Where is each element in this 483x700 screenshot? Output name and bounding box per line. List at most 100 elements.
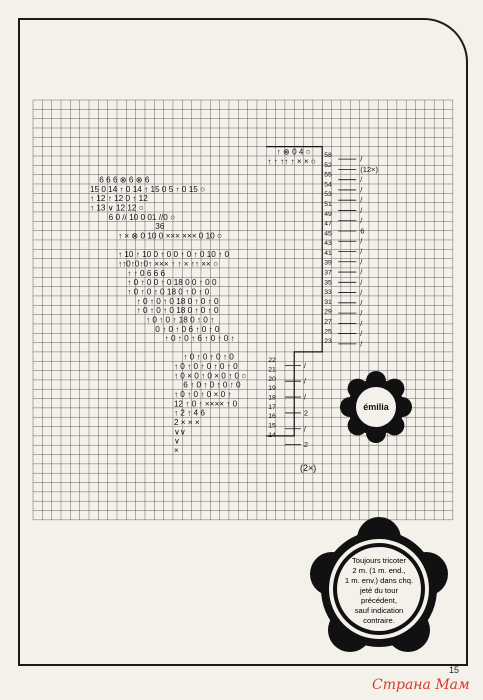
chart-symbol-row: ↑ 0 ↑ 0 ↑ 0 ↑ 0 ↑ 0 [174,362,238,371]
chart-symbol-row: ↑ 12 ↑ 12 0 ↑ 12 [90,194,148,203]
watermark: Страна Мам [372,677,470,693]
chart-symbol-row: ↑ 0 ↑ 0 ↑ 0 ↑ 0 [183,353,234,362]
chart-symbol-row: 6 0 // 10 0 01 //0 ○ [109,213,175,222]
row-number: 14 [268,432,276,439]
side-marker: / [360,339,363,348]
row-number: 51 [324,201,332,208]
row-number: 21 [268,367,276,374]
row-number: 37 [324,270,332,277]
row-number: 55 [324,172,332,179]
side-marker: / [360,319,363,328]
chart-symbol-row: 6 ↑ 0 ↑ 0 ↑ 0 ↑ 0 [183,381,241,390]
chart-symbol-row: ↑ ⊗ 0 4 ○ [277,147,311,156]
side-marker: / [360,298,363,307]
chart-symbol-row: ↑ 0 ↑ 0 ↑ 0 18 0 ↑ 0 ↑ 0 [137,297,219,306]
emilia-logo-badge: émilia [339,370,413,444]
page-number: 15 [449,665,460,675]
chart-symbol-row: 12 ↑ 0 ↑ ×××× ↑ 0 [174,399,238,408]
row-number: 23 [324,338,332,345]
chart-symbol-row: ↑ 0 ↑ 0 ↑ 0 18 0 ↑ 0 ↑ 0 [127,287,209,296]
tip-line: 1 m. env.) dans chq. [344,576,414,585]
chart-symbol-row: ∨ [174,437,180,446]
side-marker: / [304,424,307,433]
row-number: 49 [324,211,332,218]
row-number: 18 [268,395,276,402]
chart-symbol-row: ↑ 2 ↑ 4 6 [174,409,205,418]
chart-symbol-row: ↑ 0 ↑ 0 ↑ 18 0 ↑ 0 ↑ [146,315,214,324]
row-number: 58 [324,152,332,159]
side-marker: / [360,196,363,205]
row-number: 47 [324,221,332,228]
chart-symbol-row: ↑↑0↑0↑0↑ ××× ↑ ↑ × ↑↑ ×× ○ [118,259,218,268]
row-number: 16 [268,413,276,420]
row-number: 17 [268,404,276,411]
tip-line: jeté du tour [360,586,398,595]
row-number: 33 [324,289,332,296]
row-number: 53 [324,191,332,198]
knitting-tip-badge: Toujours tricoter 2 m. (1 m. end., 1 m. … [304,514,454,664]
chart-symbol-row: ↑ 0 ↑ 0 ↑ 6 ↑ 0 ↑ 0 ↑ [165,334,235,343]
chart-symbol-row: ↑ ↑ ↑↑ ↑ × × ○ [267,157,316,166]
side-marker: / [360,278,363,287]
side-marker: / [360,257,363,266]
side-marker: / [360,216,363,225]
chart-symbol-row: ↑ × ⊗ 0 10 0 ××× ××× 0 10 ○ [118,231,222,240]
side-marker: 6 [360,226,364,235]
side-marker: / [360,268,363,277]
chart-symbol-row: 15 0 14 ↑ 0 14 ↑ 15 0 5 ↑ 0 15 ○ [90,185,205,194]
chart-symbol-row: 36 [155,222,165,231]
chart-symbol-row: × [174,446,179,455]
tip-line: sauf indication [354,606,404,615]
chart-symbol-row: ↑ 0 ↑ 0 ↑ 0 18 0 ↑ 0 ↑ 0 [137,306,219,315]
side-marker: / [360,155,363,164]
chart-symbol-row: 0 ↑ 0 ↑ 0 6 ↑ 0 ↑ 0 [155,325,220,334]
chart-symbol-row: ↑ 13 ∨ 12 12 ○ [90,203,144,212]
tip-text: Toujours tricoter 2 m. (1 m. end., 1 m. … [335,556,423,626]
flower-tip-shape [310,517,448,652]
side-marker: / [360,329,363,338]
side-marker: 2 [304,440,308,449]
row-number: 52 [324,162,332,169]
side-marker: / [360,309,363,318]
side-marker: / [360,247,363,256]
row-number: 20 [268,376,276,383]
row-number: 45 [324,230,332,237]
chart-symbols: ↑ ⊗ 0 4 ○↑ ↑ ↑↑ ↑ × × ○6 6 6 ⊗ 6 ⊗ 615 0… [90,147,316,455]
row-number: 41 [324,250,332,257]
row-number: 35 [324,279,332,286]
chart-symbol-row: ↑ ↑ 0 6 6 6 [127,269,165,278]
flower-badge-shape [340,371,412,443]
side-marker: / [304,377,307,386]
side-marker: / [304,393,307,402]
row-number: 54 [324,181,332,188]
repeat-label: (2×) [300,463,316,473]
tip-line: précédent, [361,596,397,605]
chart-symbol-row: ↑ 0 ↑ 0 0 ↑ 0 18 0 0 ↑ 0 0 [127,278,217,287]
brand-label: émilia [363,402,389,412]
chart-symbol-row: ∨∨ [174,427,186,436]
row-number: 15 [268,423,276,430]
row-number: 19 [268,385,276,392]
side-marker: / [360,185,363,194]
chart-symbol-row: ↑ 0 × 0 ↑ 0 × 0 ↑ 0 ○ [174,371,246,380]
side-marker: / [304,361,307,370]
side-marker: 2 [304,408,308,417]
chart-symbol-row: 2 × × × [174,418,200,427]
tip-line: Toujours tricoter [351,556,407,565]
side-marker: / [360,175,363,184]
tip-line: contraire. [363,616,395,625]
tip-line: 2 m. (1 m. end., [352,566,406,575]
row-number: 25 [324,328,332,335]
side-marker: (12×) [360,165,378,174]
page-frame [18,18,468,666]
row-number: 22 [268,357,276,364]
row-number-column: 5852555453514947454341393735333129272523… [268,152,332,439]
row-number: 29 [324,309,332,316]
chart-symbol-row: 6 6 6 ⊗ 6 ⊗ 6 [99,175,150,184]
side-marker: / [360,237,363,246]
side-markers: /(12×)/////6//////////////2/2 [284,155,378,449]
row-number: 31 [324,299,332,306]
chart-symbol-row: ↑ 10 ↑ 10 0 ↑ 0 0 ↑ 0 ↑ 0 10 ↑ 0 [118,250,229,259]
